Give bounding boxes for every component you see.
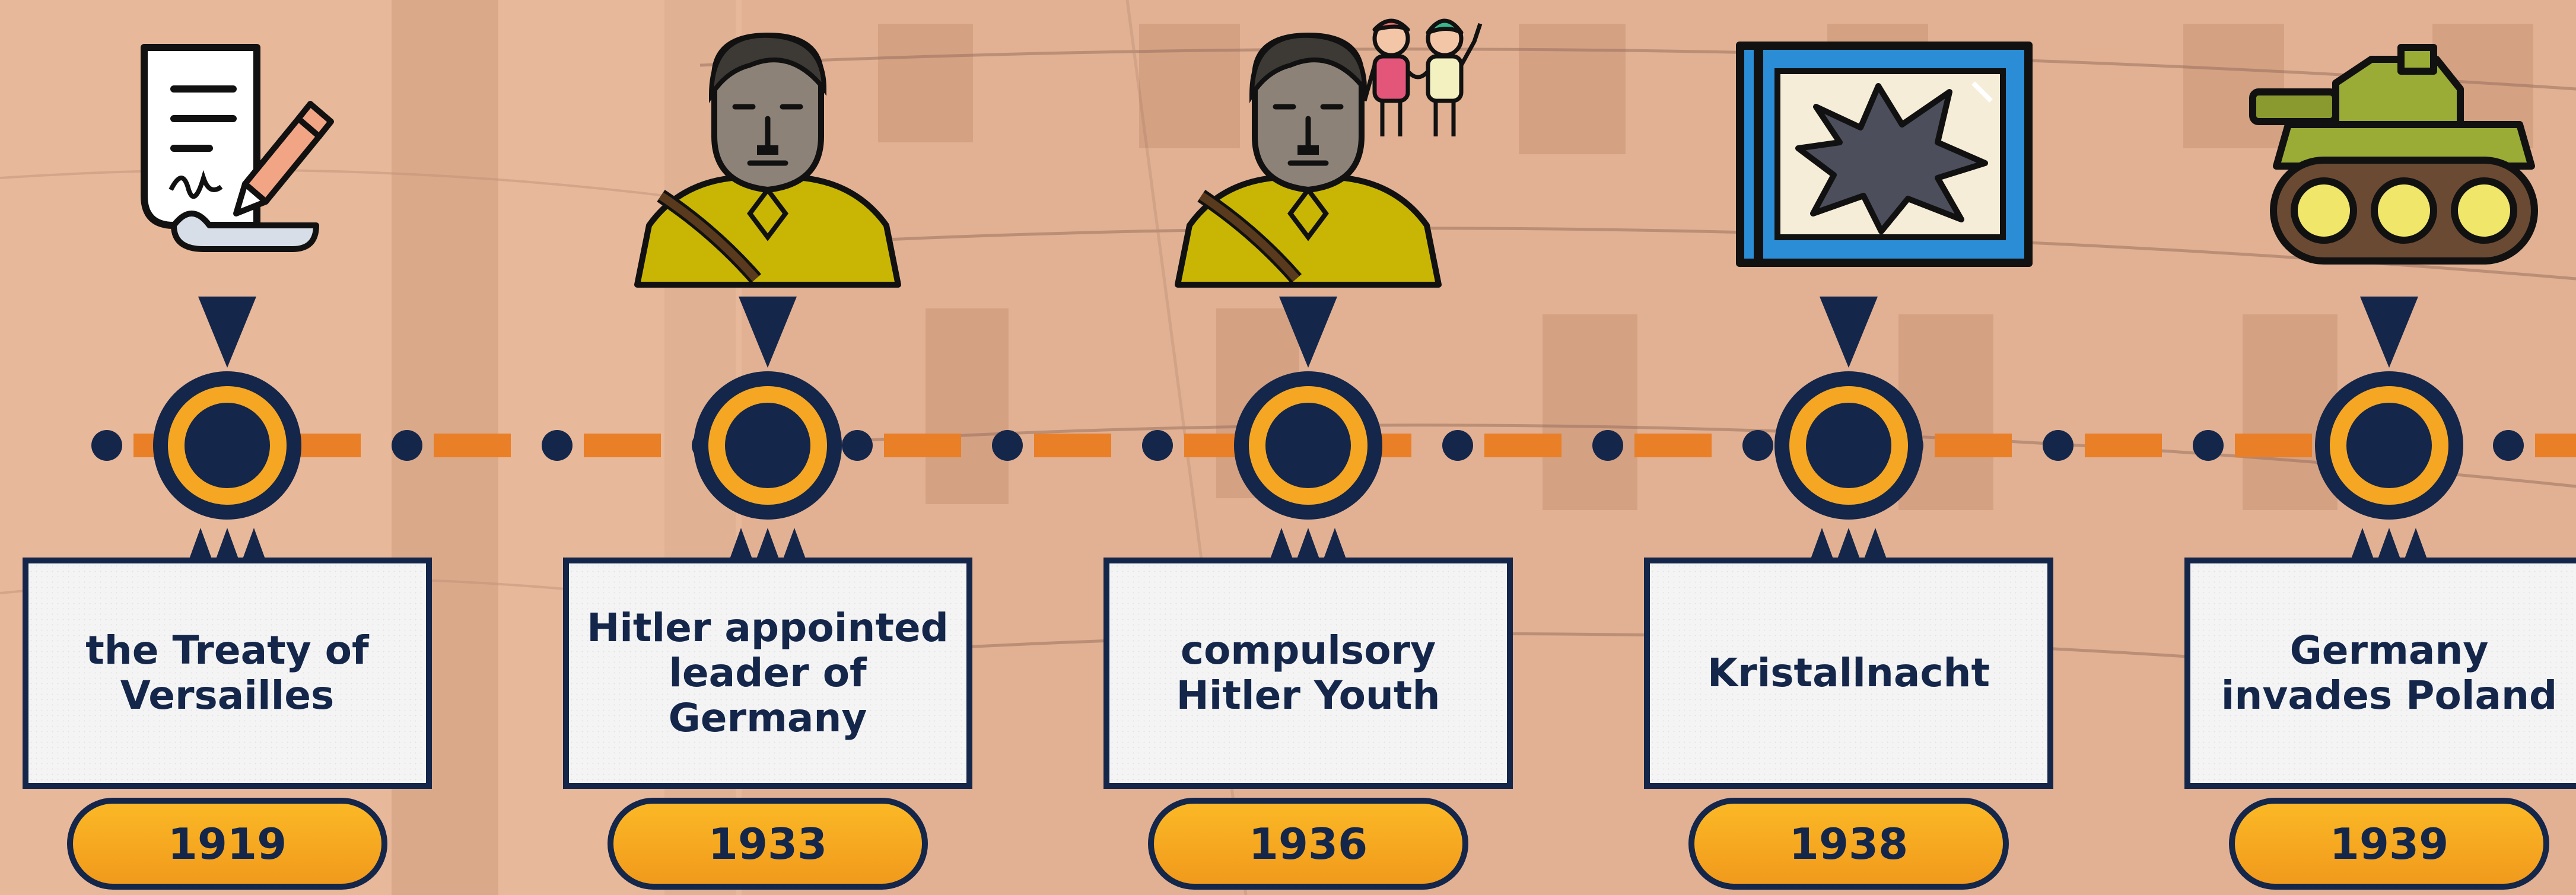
year-badge: 1939 [2229, 798, 2549, 890]
event-label: compulsory Hitler Youth [1176, 628, 1440, 718]
year-badge: 1919 [67, 798, 387, 890]
tank-icon [2249, 36, 2538, 285]
event-label: Kristallnacht [1707, 650, 1990, 696]
event-label: Germany invades Poland [2221, 628, 2558, 718]
pointer-arrow-icon [1820, 297, 1878, 368]
pointer-arrow-icon [2360, 297, 2418, 368]
event-card: Hitler appointed leader of Germany [563, 558, 972, 789]
pointer-arrow-icon [739, 297, 797, 368]
event-label: Hitler appointed leader of Germany [587, 605, 949, 741]
card-connector [1810, 528, 1887, 560]
card-connector [1270, 528, 1347, 560]
timeline-event: Hitler appointed leader of Germany 1933 [563, 0, 972, 895]
signing-document-icon [138, 36, 334, 285]
event-card: Kristallnacht [1644, 558, 2053, 789]
event-label: the Treaty of Versailles [85, 628, 369, 718]
leader-portrait-icon [634, 32, 901, 288]
timeline-event: the Treaty of Versailles 1919 [23, 0, 432, 895]
card-connector [189, 528, 266, 560]
card-connector [729, 528, 806, 560]
year-badge: 1936 [1148, 798, 1468, 890]
event-card: compulsory Hitler Youth [1103, 558, 1513, 789]
event-card: Germany invades Poland [2184, 558, 2576, 789]
timeline-event: Kristallnacht 1938 [1644, 0, 2053, 895]
pointer-arrow-icon [198, 297, 256, 368]
timeline-event: compulsory Hitler Youth 1936 [1103, 0, 1513, 895]
broken-glass-window-icon [1736, 36, 2033, 285]
year-badge: 1933 [608, 798, 928, 890]
card-connector [2351, 528, 2428, 560]
pointer-arrow-icon [1279, 297, 1337, 368]
year-badge: 1938 [1688, 798, 2009, 890]
leader-with-children-icon [1175, 18, 1483, 288]
event-card: the Treaty of Versailles [23, 558, 432, 789]
timeline-event: Germany invades Poland 1939 [2184, 0, 2576, 895]
